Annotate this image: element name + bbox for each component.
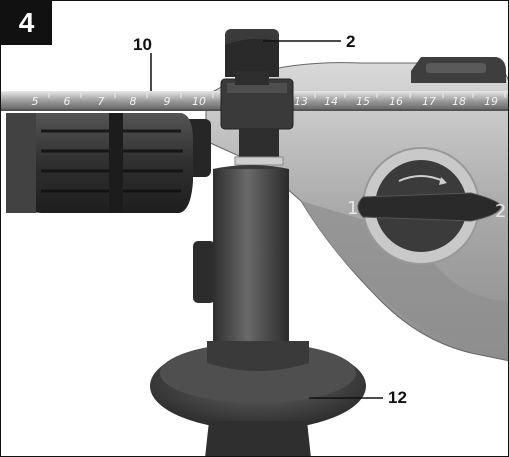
callout-12: 12 xyxy=(388,388,407,407)
selector-lever xyxy=(357,192,502,222)
chuck xyxy=(6,113,193,213)
ruler-mark: 18 xyxy=(452,95,466,108)
ruler-mark: 10 xyxy=(192,95,206,108)
ruler-mark: 9 xyxy=(164,95,171,108)
side-lug xyxy=(193,241,215,303)
callout-10: 10 xyxy=(133,35,152,54)
handle-lower-stem xyxy=(205,421,311,456)
selector-mark-left: 1 xyxy=(347,198,358,219)
ruler-mark: 16 xyxy=(389,95,403,108)
ruler-mark: 14 xyxy=(324,95,338,108)
ruler-mark: 5 xyxy=(32,95,39,108)
housing-lower xyxy=(301,201,508,351)
ruler-mark: 15 xyxy=(356,95,370,108)
selector-mark-right: 2 xyxy=(495,201,506,222)
ruler-mark: 6 xyxy=(64,95,71,108)
ruler-mark: 13 xyxy=(294,95,308,108)
ruler-mark: 8 xyxy=(130,95,137,108)
callout-2: 2 xyxy=(346,32,356,51)
ruler-scale: 5 6 7 8 9 10 13 14 15 16 17 18 19 xyxy=(32,93,506,108)
figure-number: 4 xyxy=(1,1,52,45)
ruler-mark: 19 xyxy=(484,95,498,108)
ruler-mark: 17 xyxy=(422,95,436,108)
ruler-mark: 7 xyxy=(98,95,105,108)
auxiliary-handle xyxy=(213,169,289,351)
